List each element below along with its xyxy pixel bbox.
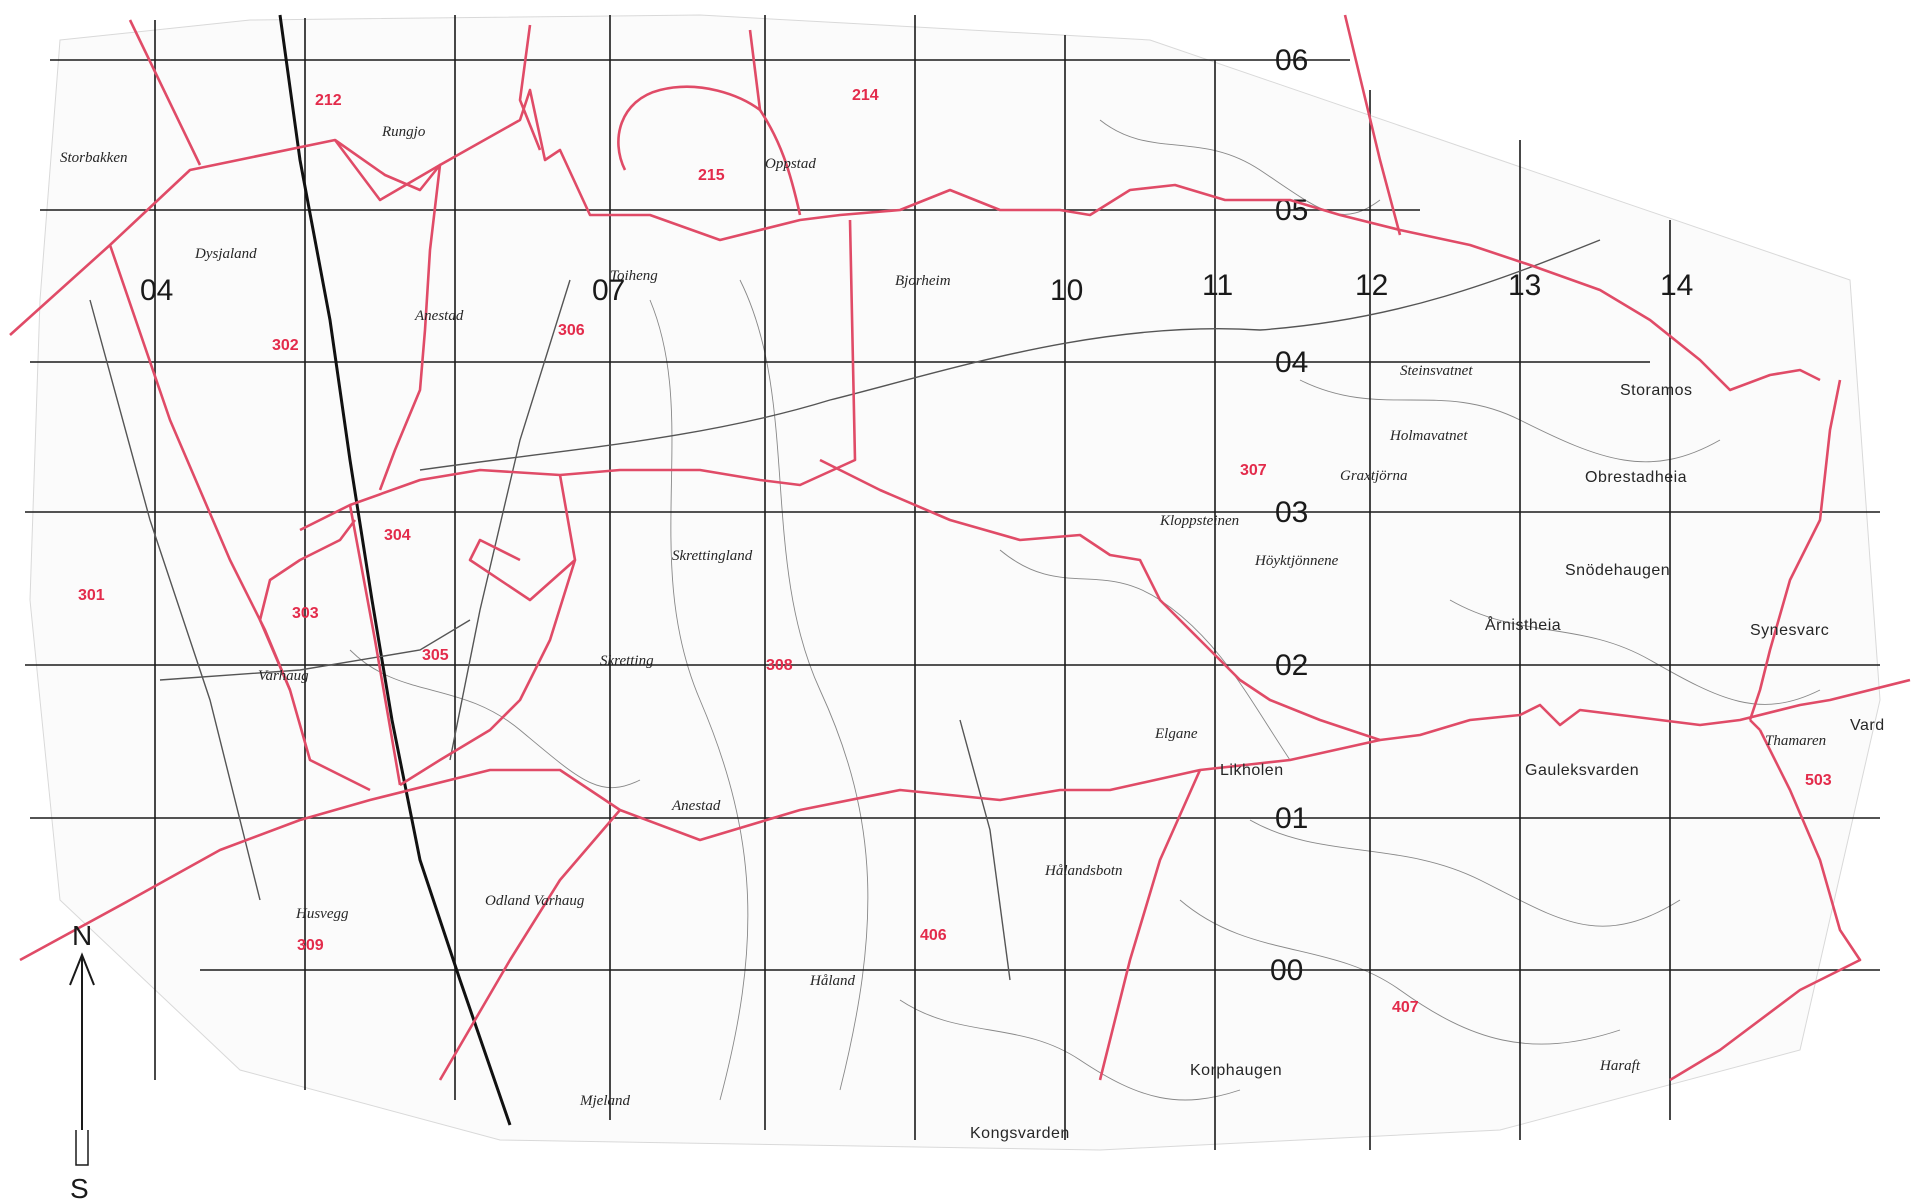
zone-label: 503: [1805, 772, 1832, 789]
place-label: Dysjaland: [194, 246, 257, 262]
railway-line: [278, 14, 512, 1126]
zone-label: 215: [698, 167, 725, 184]
grid-label-y: 04: [1275, 346, 1308, 379]
grid-label-y: 02: [1275, 649, 1308, 682]
zone-label: 308: [766, 657, 793, 674]
grid-label-y: 00: [1270, 954, 1303, 987]
place-label: Håland: [809, 973, 856, 989]
place-label: Graxtjörna: [1340, 468, 1408, 484]
place-label: Oppstad: [765, 156, 816, 172]
grid-label-x: 07: [592, 274, 625, 307]
place-label: Bjorheim: [895, 273, 951, 289]
zone-label: 302: [272, 337, 299, 354]
place-label: Hålandsbotn: [1044, 863, 1123, 879]
place-label: Synesvarc: [1750, 622, 1829, 639]
grid-label-x: 10: [1050, 274, 1083, 307]
place-names: Storbakken Dysjaland Anestad Toiheng Bjo…: [60, 124, 1885, 1142]
compass-north: N: [72, 920, 92, 951]
place-label: Mjeland: [579, 1093, 630, 1109]
place-label: Elgane: [1154, 726, 1198, 742]
place-label: Husvegg: [295, 906, 349, 922]
place-label: Haraft: [1599, 1058, 1641, 1074]
place-label: Obrestadheia: [1585, 469, 1687, 486]
grid-label-x: 13: [1508, 269, 1541, 302]
zone-label: 306: [558, 322, 585, 339]
place-label: Storbakken: [60, 150, 127, 166]
zone-label: 301: [78, 587, 105, 604]
place-label: Kloppsteinen: [1159, 513, 1239, 529]
zone-label: 214: [852, 87, 879, 104]
zone-label: 406: [920, 927, 947, 944]
grid-label-y: 01: [1275, 802, 1308, 835]
place-label: Skrettingland: [672, 548, 753, 564]
grid-x-labels: 04 07 10 11 12 13 14: [140, 269, 1693, 307]
place-label: Rungjo: [381, 124, 426, 140]
zone-label: 304: [384, 527, 411, 544]
place-label: Toiheng: [610, 268, 658, 284]
grid-lines: [25, 15, 1880, 1150]
place-label: Likholen: [1220, 762, 1284, 779]
place-label: Anestad: [414, 308, 464, 324]
place-label: Thamaren: [1765, 733, 1826, 749]
zone-labels: 212 214 215 301 302 303 304 305 306 307 …: [78, 87, 1832, 1016]
map-paper: [29, 14, 1881, 1151]
zone-label: 309: [297, 937, 324, 954]
zone-label: 212: [315, 92, 342, 109]
grid-label-x: 11: [1202, 269, 1233, 302]
place-label: Varhaug: [258, 668, 309, 684]
place-label: Snödehaugen: [1565, 562, 1670, 579]
place-label: Kongsvarden: [970, 1125, 1070, 1142]
compass-south: S: [70, 1173, 89, 1201]
district-boundaries: [9, 14, 1911, 1082]
grid-label-x: 14: [1660, 269, 1693, 302]
place-label: Höyktjönnene: [1254, 553, 1339, 569]
place-label: Odland Varhaug: [485, 893, 585, 909]
place-label: Korphaugen: [1190, 1062, 1282, 1079]
grid-label-x: 12: [1355, 269, 1388, 302]
zone-label: 305: [422, 647, 449, 664]
grid-label-y: 03: [1275, 496, 1308, 529]
place-label: Årnistheia: [1485, 615, 1561, 634]
place-label: Holmavatnet: [1389, 428, 1468, 444]
place-label: Skretting: [600, 653, 654, 669]
compass-arrow: N S: [69, 920, 95, 1201]
grid-y-labels: 06 05 04 03 02 01 00: [1270, 44, 1308, 987]
grid-label-y: 06: [1275, 44, 1308, 77]
zone-label: 407: [1392, 999, 1419, 1016]
grid-label-x: 04: [140, 274, 173, 307]
zone-label: 307: [1240, 462, 1267, 479]
place-label: Gauleksvarden: [1525, 762, 1639, 779]
place-label: Steinsvatnet: [1400, 363, 1473, 379]
place-label: Storamos: [1620, 382, 1692, 399]
zone-label: 303: [292, 605, 319, 622]
place-label: Anestad: [671, 798, 721, 814]
roads: [89, 239, 1601, 981]
place-label: Vard: [1850, 717, 1885, 734]
